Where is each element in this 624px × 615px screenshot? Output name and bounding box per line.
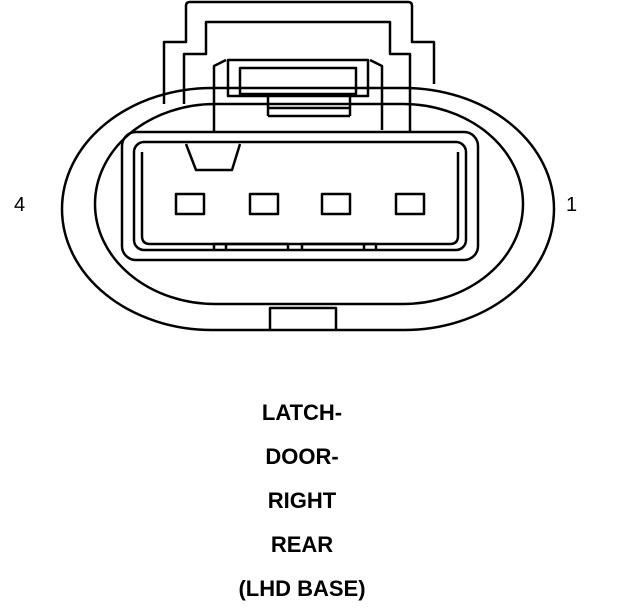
terminal-face-inner <box>132 140 468 252</box>
cavity-4 <box>174 192 206 216</box>
connector-caption: LATCH- DOOR- RIGHT REAR (LHD BASE) <box>0 395 604 615</box>
cavity-3 <box>248 192 280 216</box>
connector-diagram <box>60 0 556 332</box>
caption-line: (LHD BASE) <box>238 576 366 601</box>
latch-housing-outer <box>162 0 436 104</box>
latch-tab-inner <box>238 66 358 96</box>
caption-line: RIGHT <box>267 488 337 513</box>
bottom-rib-3 <box>300 242 378 250</box>
caption-line: LATCH- <box>261 400 343 425</box>
caption-line: REAR <box>270 532 334 557</box>
pin-label-left: 4 <box>14 194 26 216</box>
bottom-rib-1 <box>212 242 290 250</box>
connector-inner-shell <box>93 102 525 306</box>
connector-outer-shell <box>60 86 556 332</box>
latch-arm-left <box>212 58 227 132</box>
bottom-notch <box>268 306 338 330</box>
caption-line: DOOR- <box>265 444 339 469</box>
latch-housing-inner <box>182 20 412 132</box>
pin-label-right: 1 <box>566 194 578 216</box>
terminal-face-outer <box>120 130 480 262</box>
polarizing-key <box>184 143 242 172</box>
cavity-1 <box>394 192 426 216</box>
latch-tab <box>226 58 370 98</box>
cavity-2 <box>320 192 352 216</box>
terminal-face-innermost <box>140 152 460 246</box>
latch-arm-right <box>369 58 384 130</box>
